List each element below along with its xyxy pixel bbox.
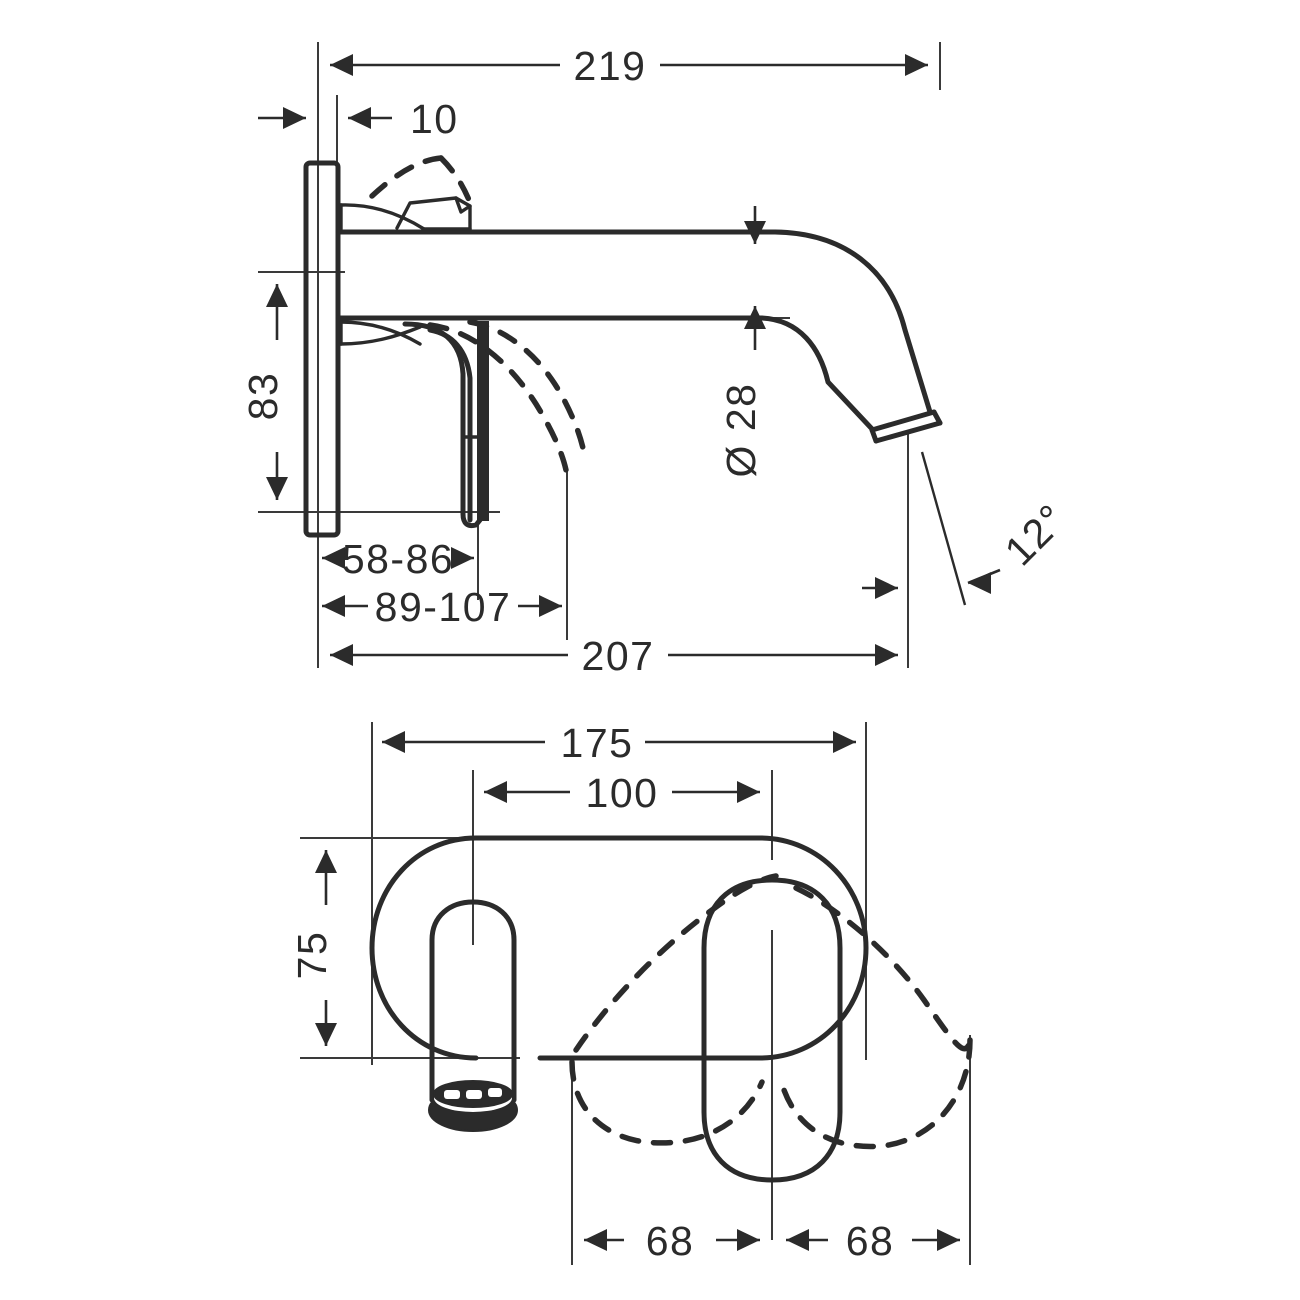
dim-diameter-28: Ø 28 (718, 206, 766, 478)
dim-100: 100 (484, 770, 760, 816)
handle-plan (701, 877, 843, 1183)
dim-219: 219 (330, 43, 928, 89)
dim-68-right-label: 68 (846, 1218, 895, 1264)
dim-89-107-label: 89-107 (375, 584, 512, 630)
dim-58-86: 58-86 (322, 536, 474, 582)
dim-68-left: 68 (584, 1218, 760, 1264)
side-elevation-view: 219 10 83 Ø 28 (240, 42, 1075, 679)
dim-angle-12: 12° (862, 451, 1076, 606)
handle-lower-ghost (427, 319, 588, 473)
dim-68-right: 68 (786, 1218, 960, 1264)
dim-207: 207 (330, 633, 898, 679)
handle-upper-ghost (369, 155, 472, 203)
plan-view-extension-lines (300, 722, 971, 1265)
dim-175-label: 175 (561, 720, 634, 766)
dim-75: 75 (289, 850, 337, 1046)
dim-219-label: 219 (574, 43, 647, 89)
dim-207-label: 207 (582, 633, 655, 679)
spout-outlet (428, 899, 518, 1132)
handle-lower (339, 320, 489, 529)
dim-10: 10 (258, 96, 459, 142)
dim-58-86-label: 58-86 (342, 536, 454, 582)
dim-75-label: 75 (289, 931, 335, 980)
dim-10-label: 10 (410, 96, 459, 142)
dim-83-label: 83 (240, 372, 286, 421)
bottom-plan-view: 175 100 75 68 (289, 720, 973, 1265)
dim-83: 83 (240, 284, 288, 500)
handle-swing-range (569, 873, 973, 1150)
handle-upper (339, 196, 472, 231)
dim-100-label: 100 (586, 770, 659, 816)
dim-89-107: 89-107 (322, 584, 562, 630)
dim-diameter-28-label: Ø 28 (718, 383, 764, 478)
escutcheon-plate (369, 835, 869, 1061)
dim-angle-12-label: 12° (996, 495, 1076, 575)
spout-body (335, 229, 943, 444)
wall-plate (303, 160, 341, 538)
dim-175: 175 (382, 720, 856, 766)
dim-68-left-label: 68 (646, 1218, 695, 1264)
